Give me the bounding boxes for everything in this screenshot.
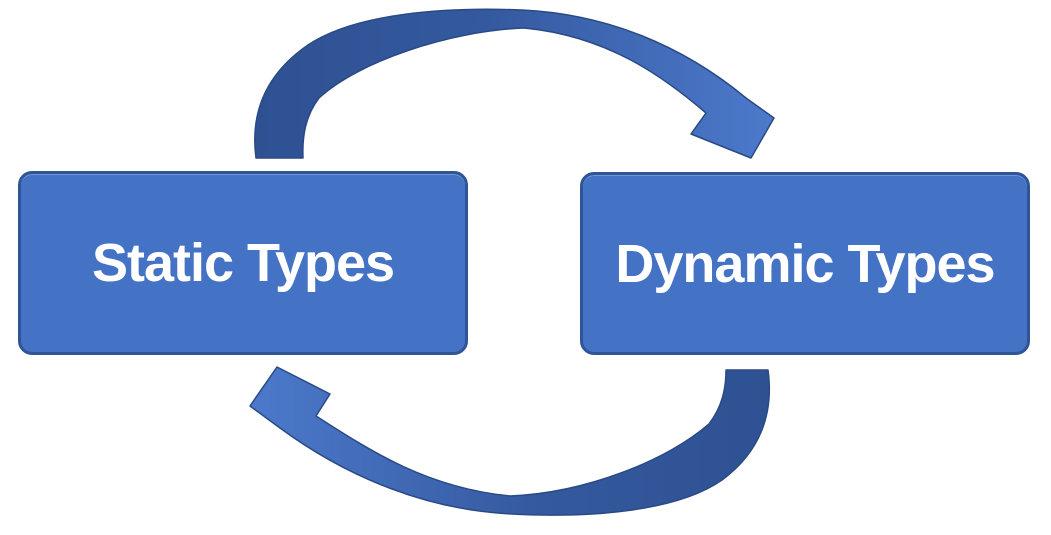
arrow-static-to-dynamic-icon [254,8,775,159]
node-dynamic-types-label: Dynamic Types [615,233,995,294]
node-static-types: Static Types [18,171,468,355]
node-static-types-label: Static Types [91,233,395,293]
arrow-dynamic-to-static-icon [249,366,771,516]
node-dynamic-types: Dynamic Types [580,172,1030,355]
